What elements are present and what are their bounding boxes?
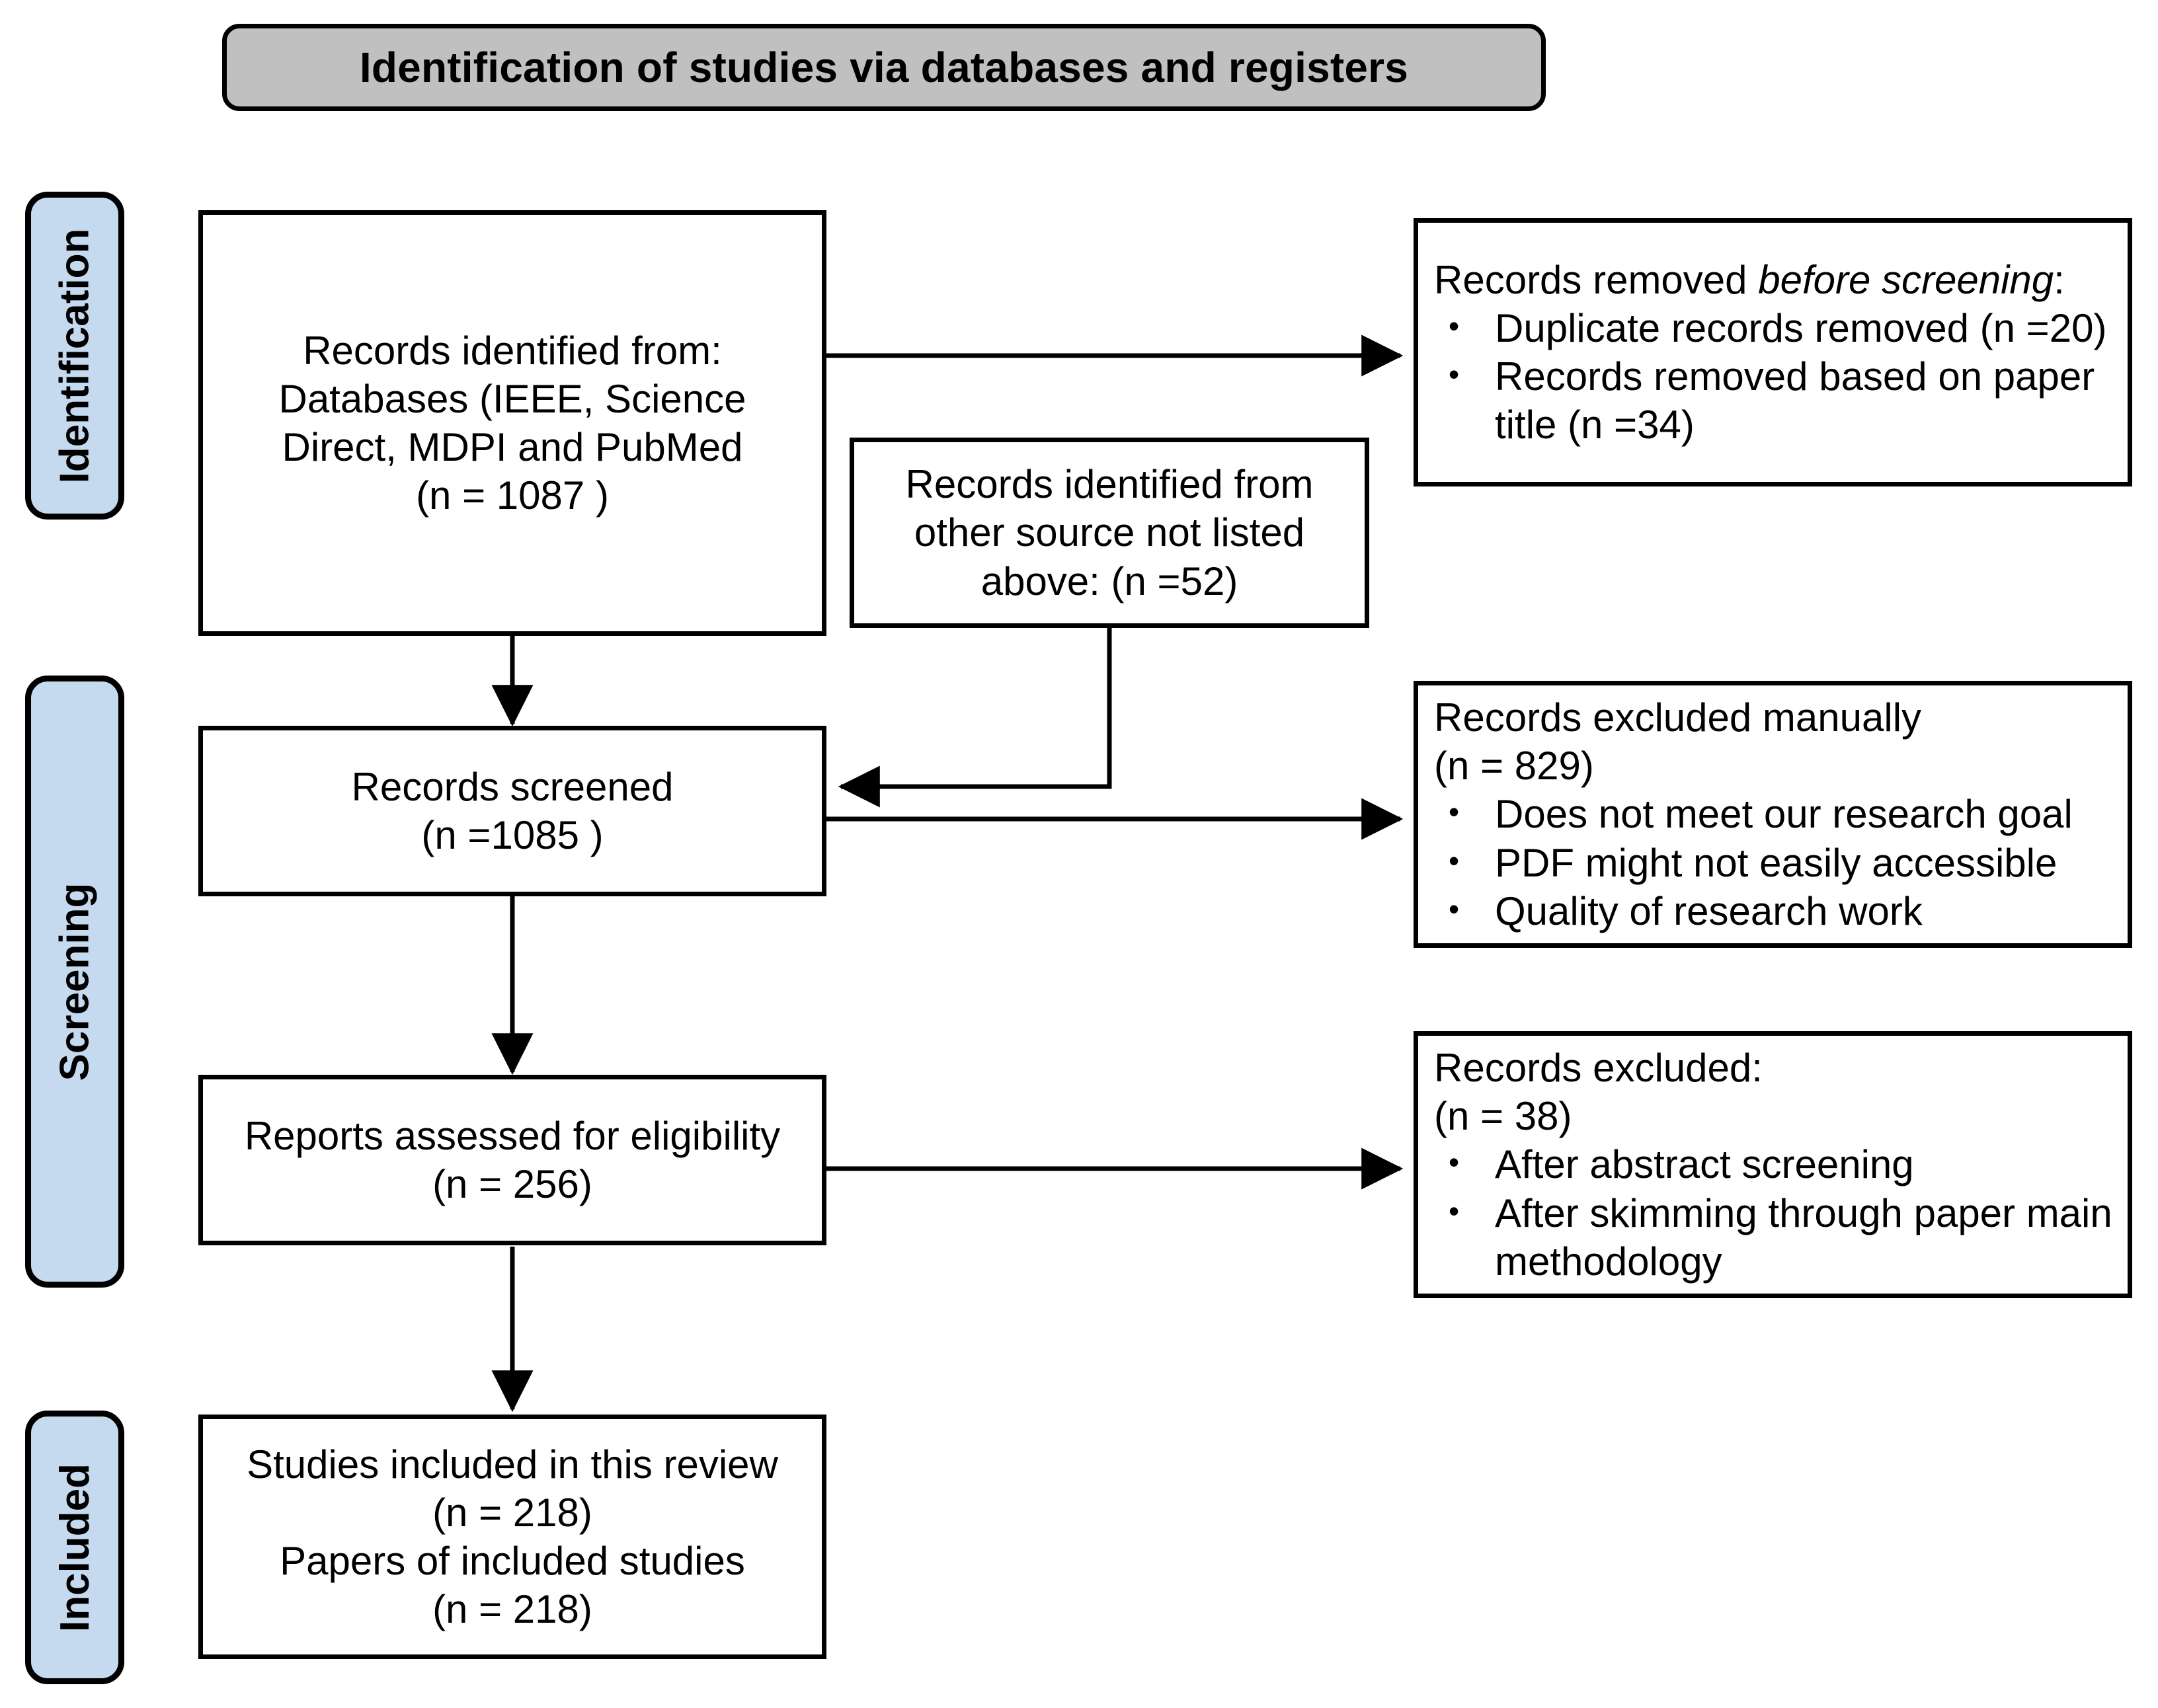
box-line: (n = 256) [432,1162,592,1206]
stage-rail-label: Screening [52,882,98,1081]
box-heading-suffix: : [2054,257,2065,302]
box-line: Databases (IEEE, Science [278,376,746,421]
box-heading: Records excluded manually [1434,695,1922,740]
connector-othersource-to-screened [838,628,1112,808]
box-line: Records identified from [905,462,1314,507]
box-records-identified: Records identified from: Databases (IEEE… [198,210,826,636]
box-line: other source not listed [914,510,1305,555]
stage-rail-label: Identification [52,228,98,483]
box-line: above: (n =52) [980,559,1238,603]
diagram-title-banner: Identification of studies via databases … [222,24,1546,111]
box-line: Records screened [351,764,674,809]
box-records-excluded-manually: Records excluded manually (n = 829) Does… [1414,681,2132,948]
box-bullet-list: Duplicate records removed (n =20) Record… [1434,304,2117,449]
box-studies-included: Studies included in this review (n = 218… [198,1415,826,1659]
box-line: (n = 218) [432,1587,592,1632]
box-reports-assessed-for-eligibility: Reports assessed for eligibility (n = 25… [198,1075,826,1245]
list-item: Quality of research work [1434,887,2117,935]
box-records-removed-before-screening: Records removed before screening: Duplic… [1414,218,2132,486]
box-heading-emphasis: before screening [1758,257,2054,302]
page-title: Identification of studies via databases … [359,44,1409,91]
box-heading: Records removed before screening: [1434,256,2117,304]
list-item: PDF might not easily accessible [1434,839,2117,887]
box-heading-prefix: Records removed [1434,257,1759,302]
list-item: After abstract screening [1434,1140,2117,1188]
stage-rail-identification: Identification [25,192,124,520]
box-line: (n =1085 ) [421,813,604,857]
box-heading: Records excluded: [1434,1046,1763,1091]
list-item: Duplicate records removed (n =20) [1434,304,2117,352]
list-item: After skimming through paper main method… [1434,1189,2117,1286]
box-records-screened: Records screened (n =1085 ) [198,726,826,896]
stage-rail-label: Included [52,1463,98,1632]
list-item: Does not meet our research goal [1434,790,2117,838]
box-line: Studies included in this review [247,1442,778,1487]
box-count: (n = 829) [1434,744,1594,789]
box-bullet-list: After abstract screening After skimming … [1434,1140,2117,1286]
box-count: (n = 38) [1434,1094,1572,1139]
box-bullet-list: Does not meet our research goal PDF migh… [1434,790,2117,935]
box-line: Direct, MDPI and PubMed [282,425,743,469]
box-records-identified-other-source: Records identified from other source not… [850,438,1369,628]
list-item: Records removed based on paper title (n … [1434,352,2117,449]
box-line: Papers of included studies [280,1539,745,1583]
box-records-excluded: Records excluded: (n = 38) After abstrac… [1414,1031,2132,1298]
stage-rail-screening: Screening [25,676,124,1288]
stage-rail-included: Included [25,1411,124,1684]
box-line: (n = 1087 ) [416,473,609,518]
box-line: Records identified from: [303,328,722,373]
box-line: (n = 218) [432,1490,592,1535]
box-line: Reports assessed for eligibility [244,1113,781,1158]
